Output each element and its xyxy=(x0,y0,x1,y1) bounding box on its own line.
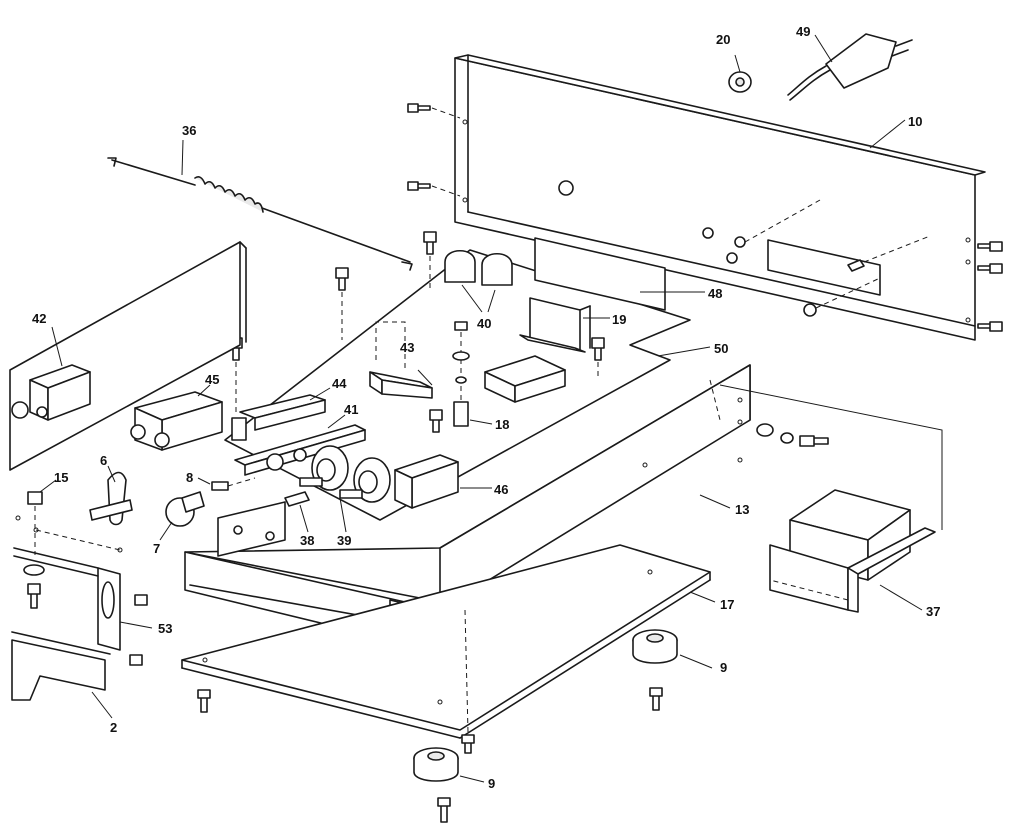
relay xyxy=(369,321,433,399)
label-53: 53 xyxy=(158,621,172,636)
label-49: 49 xyxy=(796,24,810,39)
label-leaders xyxy=(417,119,906,509)
label-37: 37 xyxy=(926,604,940,619)
label-15: 15 xyxy=(54,470,68,485)
slider-control xyxy=(231,387,331,441)
label-18: 18 xyxy=(495,417,509,432)
label-45: 45 xyxy=(205,372,219,387)
potentiometer-strip xyxy=(234,414,366,476)
spring xyxy=(107,139,413,271)
switch-block xyxy=(130,384,223,451)
label-19: 19 xyxy=(612,312,626,327)
rotary-pots xyxy=(299,445,391,533)
label-10: 10 xyxy=(908,114,922,129)
label-8: 8 xyxy=(186,470,193,485)
grommet xyxy=(728,54,752,93)
label-20: 20 xyxy=(716,32,730,47)
label-2: 2 xyxy=(110,720,117,735)
lever xyxy=(89,465,133,526)
label-39: 39 xyxy=(337,533,351,548)
rubber-foot-right xyxy=(632,629,713,669)
back-panel-screws xyxy=(407,103,1003,332)
label-44: 44 xyxy=(332,376,347,391)
part-labels: 2 6 7 8 9 9 10 13 15 17 18 19 20 36 37 3… xyxy=(32,24,940,791)
label-17: 17 xyxy=(720,597,734,612)
label-9a: 9 xyxy=(720,660,727,675)
label-50: 50 xyxy=(714,341,728,356)
rear-jacks xyxy=(726,199,931,317)
label-46: 46 xyxy=(494,482,508,497)
front-knob xyxy=(159,491,205,541)
label-48: 48 xyxy=(708,286,722,301)
label-42: 42 xyxy=(32,311,46,326)
label-7: 7 xyxy=(153,541,160,556)
label-38: 38 xyxy=(300,533,314,548)
bracket xyxy=(519,297,591,353)
back-panel xyxy=(454,54,986,341)
component-block xyxy=(484,355,566,403)
label-13: 13 xyxy=(735,502,749,517)
standoff-stack xyxy=(452,321,493,427)
trim-piece xyxy=(11,631,113,719)
pin xyxy=(197,477,256,491)
chassis-bolt xyxy=(756,423,829,447)
knobs xyxy=(444,249,513,313)
front-left-panel xyxy=(9,241,247,471)
transformer xyxy=(719,384,943,613)
screw-washer-15 xyxy=(15,479,123,609)
label-43: 43 xyxy=(400,340,414,355)
bottom-screws xyxy=(197,609,663,823)
bottom-plate xyxy=(181,544,716,739)
bracket-53 xyxy=(13,547,153,666)
label-41: 41 xyxy=(344,402,358,417)
label-40: 40 xyxy=(477,316,491,331)
rubber-foot-bottom xyxy=(413,747,485,783)
label-6: 6 xyxy=(100,453,107,468)
shaft-bracket xyxy=(217,491,310,557)
power-cord-plug xyxy=(787,33,913,101)
label-36: 36 xyxy=(182,123,196,138)
label-9b: 9 xyxy=(488,776,495,791)
component-46 xyxy=(394,454,492,509)
